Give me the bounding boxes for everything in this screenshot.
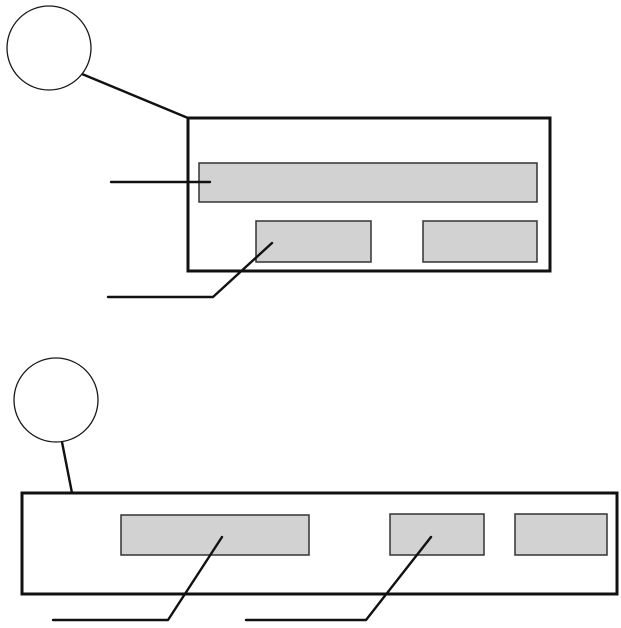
upper-left-small-field (255, 220, 372, 263)
lower-callout-circle (13, 357, 99, 443)
lower-callout-leader (60, 440, 74, 495)
upper-right-small-field (422, 220, 538, 263)
lower-small-field-leader (244, 535, 433, 622)
upper-callout-leader (80, 72, 190, 120)
lower-right-small-field (514, 513, 608, 556)
lower-figure (13, 357, 619, 622)
lower-middle-small-field (389, 513, 485, 556)
upper-figure (6, 5, 552, 299)
upper-callout-circle (6, 5, 92, 91)
upper-small-field-leader (106, 241, 274, 299)
lower-wide-field-leader (51, 535, 224, 622)
upper-wide-field (198, 162, 538, 203)
